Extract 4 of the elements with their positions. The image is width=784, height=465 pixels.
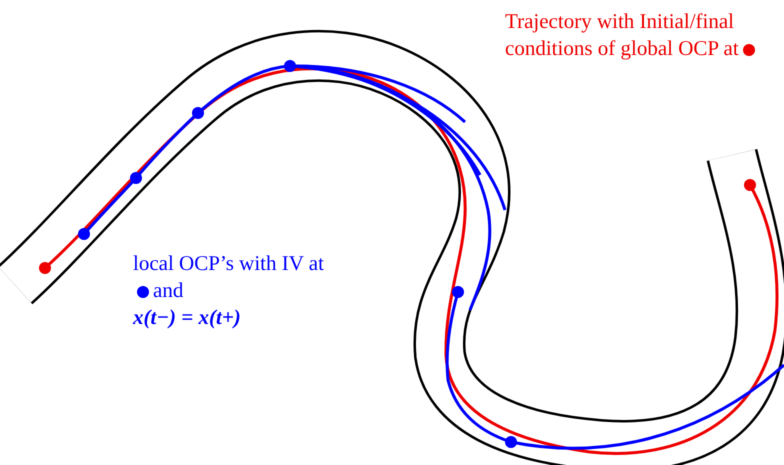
equation-text: x(t−) = x(t+) bbox=[133, 305, 241, 329]
annotation-text: Trajectory with Initial/final conditions of global OCP at bbox=[505, 9, 739, 60]
annotation-text: and bbox=[153, 278, 184, 302]
annotation-text: local OCP’s with IV at bbox=[133, 251, 324, 275]
